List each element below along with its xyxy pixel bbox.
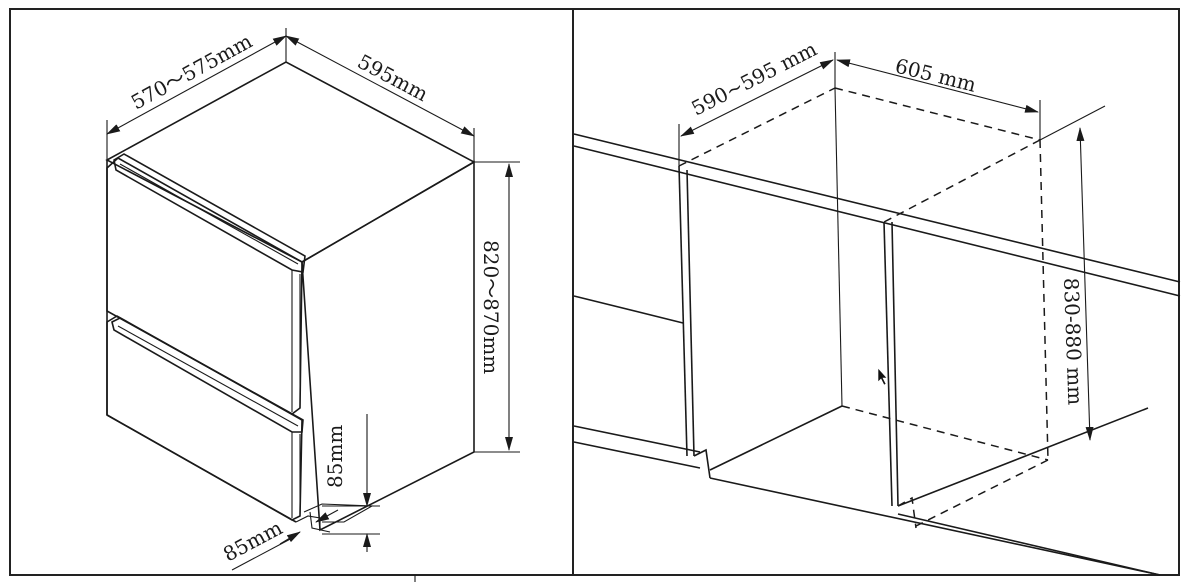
dim-kick-height-label: 85mm — [323, 425, 347, 488]
dim-depth-label: 570～575mm — [127, 29, 256, 115]
dim-height-label: 820～870mm — [479, 240, 503, 374]
foot-detail — [295, 503, 374, 533]
dim-niche-width-label: 605 mm — [893, 54, 979, 97]
appliance-drawing: 570～575mm 595mm 820～870mm 85mm 85mm — [105, 28, 520, 571]
right-panel-frame — [572, 8, 1180, 576]
cabinet-niche-drawing: 590~595 mm 605 mm 830-880 mm — [573, 37, 1181, 576]
mouse-cursor-icon — [877, 367, 888, 386]
dim-niche-height-label: 830-880 mm — [1059, 277, 1087, 405]
dim-niche-depth-label: 590~595 mm — [687, 37, 820, 121]
upper-drawer — [106, 153, 306, 415]
lower-drawer — [106, 315, 304, 521]
